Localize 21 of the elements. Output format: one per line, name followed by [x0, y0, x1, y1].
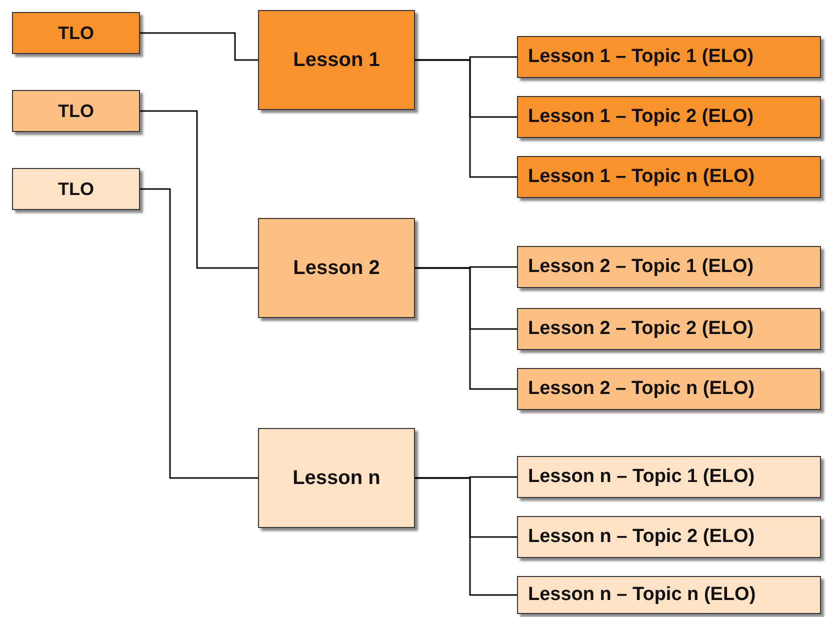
topic-box: Lesson n – Topic 1 (ELO) — [517, 456, 821, 498]
topic-box: Lesson 1 – Topic 1 (ELO) — [517, 36, 821, 78]
connector-line — [140, 188, 258, 479]
lesson-box: Lesson 2 — [258, 218, 415, 318]
topic-box: Lesson n – Topic n (ELO) — [517, 576, 821, 614]
tlo-box: TLO — [12, 168, 140, 210]
connector-line — [415, 267, 517, 390]
topic-box: Lesson 2 – Topic 1 (ELO) — [517, 246, 821, 288]
topic-box: Lesson 2 – Topic 2 (ELO) — [517, 308, 821, 350]
lesson-box: Lesson n — [258, 428, 415, 528]
connector-line — [140, 110, 258, 269]
topic-box: Lesson 1 – Topic n (ELO) — [517, 156, 821, 198]
topic-box: Lesson 1 – Topic 2 (ELO) — [517, 96, 821, 138]
topic-box: Lesson 2 – Topic n (ELO) — [517, 368, 821, 410]
tlo-box: TLO — [12, 12, 140, 54]
topic-box: Lesson n – Topic 2 (ELO) — [517, 516, 821, 558]
connector-line — [140, 32, 258, 61]
connector-line — [415, 477, 517, 596]
connector-line — [415, 59, 517, 178]
lesson-box: Lesson 1 — [258, 10, 415, 110]
tlo-box: TLO — [12, 90, 140, 132]
